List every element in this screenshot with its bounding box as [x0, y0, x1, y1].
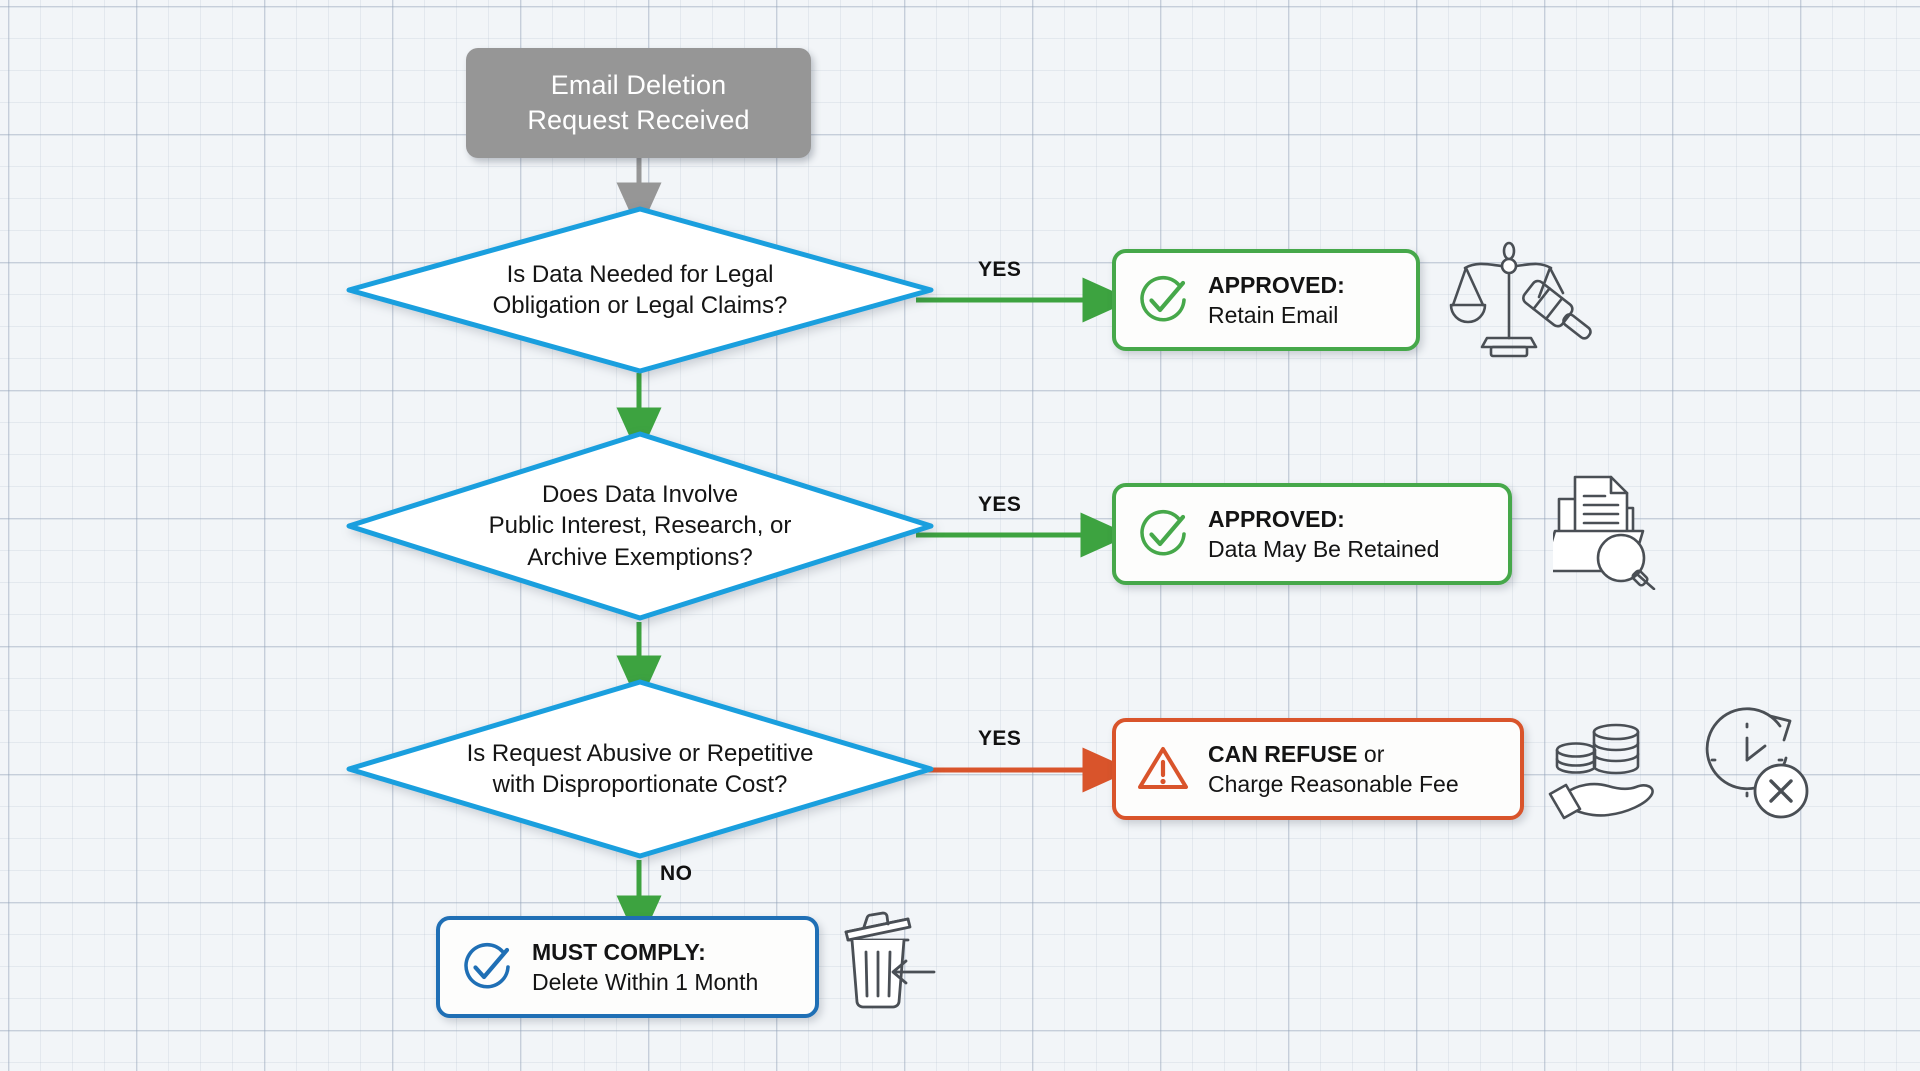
outcome-3-headline: CAN REFUSE [1208, 740, 1358, 767]
start-node-line2: Request Received [527, 105, 750, 135]
hand-with-coins-icon [1548, 712, 1676, 824]
decision-legal-obligation[interactable]: Is Data Needed for Legal Obligation or L… [345, 205, 935, 375]
trash-bin-arrow-icon [838, 902, 958, 1022]
outcome-must-comply[interactable]: MUST COMPLY: Delete Within 1 Month [436, 916, 819, 1018]
outcome-4-headline: MUST COMPLY: [532, 938, 706, 965]
start-node-line1: Email Deletion [550, 70, 727, 101]
outcome-2-detail: Data May Be Retained [1208, 536, 1440, 562]
edge-label-no: NO [660, 862, 693, 885]
outcome-1-headline: APPROVED: [1208, 271, 1345, 298]
decision-public-interest[interactable]: Does Data Involve Public Interest, Resea… [345, 430, 935, 622]
check-circle-icon [1140, 509, 1186, 556]
outcome-can-refuse[interactable]: CAN REFUSE or Charge Reasonable Fee [1112, 718, 1524, 820]
outcome-1-detail: Retain Email [1208, 302, 1339, 328]
outcome-retain-email[interactable]: APPROVED: Retain Email [1112, 249, 1420, 351]
check-circle-icon [464, 942, 510, 989]
folder-documents-magnifier-icon [1553, 465, 1713, 590]
decision-abusive-request[interactable]: Is Request Abusive or Repetitive with Di… [345, 678, 935, 860]
start-node[interactable]: Email Deletion Request Received [466, 48, 811, 158]
outcome-3-detail: Charge Reasonable Fee [1208, 771, 1459, 797]
check-circle-icon [1140, 275, 1186, 322]
outcome-4-detail: Delete Within 1 Month [532, 969, 759, 995]
decision-1-shape [346, 206, 934, 374]
warning-triangle-icon [1138, 747, 1188, 789]
decision-3-shape [346, 679, 934, 859]
outcome-3-headline-suffix: or [1357, 740, 1385, 767]
edge-label-yes-3: YES [978, 727, 1022, 750]
edge-label-yes-2: YES [978, 493, 1022, 516]
edge-label-yes-1: YES [978, 258, 1022, 281]
scales-of-justice-gavel-icon [1443, 235, 1593, 360]
decision-2-shape [346, 431, 934, 621]
outcome-data-retained[interactable]: APPROVED: Data May Be Retained [1112, 483, 1512, 585]
clock-arrow-x-icon [1692, 702, 1814, 824]
outcome-2-headline: APPROVED: [1208, 505, 1345, 532]
